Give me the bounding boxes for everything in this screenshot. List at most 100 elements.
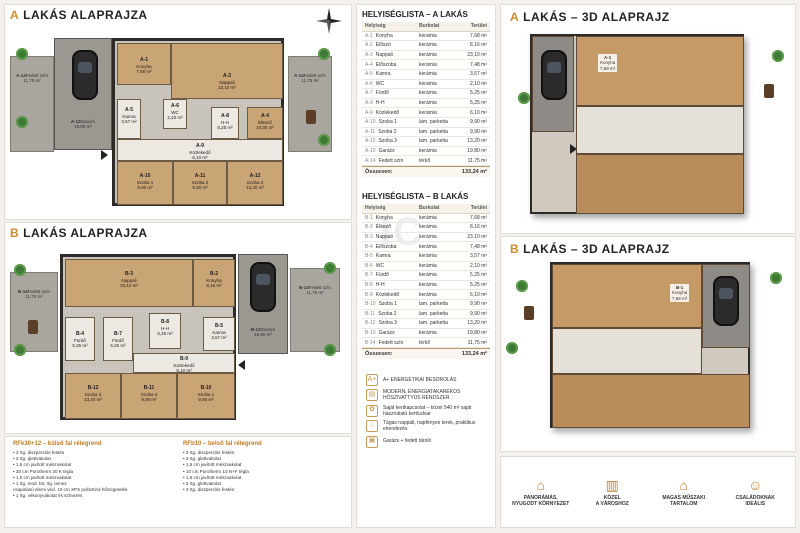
table-b-title: HELYISÉGLISTA – B LAKÁS [362, 192, 469, 201]
finish-cell: kerámia [416, 251, 459, 262]
car-icon [713, 276, 739, 326]
outdoor-table-icon [764, 84, 774, 98]
car-icon [250, 262, 276, 312]
area-cell: 23,10 m² [458, 50, 490, 61]
area-cell: 13,20 m² [458, 136, 490, 147]
finish-cell: kerámia [416, 289, 459, 300]
tree-icon [772, 50, 784, 62]
finish-cell: kerámia [416, 31, 459, 42]
feature-text: Saját kertkapcsolat – közel 540 m² saját… [383, 404, 472, 417]
tree-icon [516, 280, 528, 292]
area-cell: 7,48 m² [458, 59, 490, 70]
tree-icon [16, 116, 28, 128]
finish-cell: kerámia [416, 261, 459, 272]
car-icon [541, 50, 567, 100]
feature-item: ▤MODERN, ENERGIATAKARÉKOS HŐSZIVATTYÚS R… [366, 389, 490, 402]
table-header: Burkolat [416, 22, 459, 32]
feature-list: A+A+ ENERGETIKAI BESOROLÁS▤MODERN, ENERG… [366, 374, 490, 451]
spec-internal-title: RFb10 – belső fal rétegrend [183, 441, 262, 447]
finish-cell: lam. parketta [416, 136, 459, 147]
finish-cell: lam. parketta [416, 309, 459, 320]
panel-specs: RFk30+12 – külső fal rétegrend • 3 rtg. … [4, 436, 352, 528]
spec-line: csapolású elemi véd. 10 cm XPS polisztir… [13, 487, 128, 493]
feature-icon: ▣ [366, 435, 378, 448]
area-cell: 2,10 m² [458, 79, 490, 90]
feature-text: Garázs + fedett tároló [383, 438, 432, 445]
area-cell: 7,48 m² [458, 241, 490, 252]
spec-internal: RFb10 – belső fal rétegrend • 3 rtg. dis… [183, 441, 343, 523]
benefit-icon: ⌂ [679, 476, 688, 493]
spec-line: • 3 rtg. diszperziós festés [183, 487, 235, 493]
finish-cell: kerámia [416, 98, 459, 109]
spec-line: • 3 rtg. glettvakolat [13, 456, 51, 462]
bedroom-zone [552, 374, 750, 428]
tree-icon [318, 48, 330, 60]
spec-line: • 3 rtg. glettvakolat [183, 480, 221, 486]
area-cell: 8,16 m² [458, 40, 490, 51]
wet-zone [576, 106, 744, 154]
finish-cell: kerámia [416, 50, 459, 61]
spec-line: • 1,5 cm javított mészvakolat [183, 462, 242, 468]
table-b-total: Összesen:133,24 m² [362, 347, 490, 359]
outdoor-table-icon [306, 110, 316, 124]
finish-cell: kerámia [416, 88, 459, 99]
car-icon [72, 50, 98, 100]
area-cell: 5,25 m² [458, 280, 490, 291]
feature-item: ▣ Garázs + fedett tároló [366, 435, 490, 448]
finish-cell: kerámia [416, 59, 459, 70]
finish-cell: kerámia [416, 146, 459, 157]
finish-cell: lam. parketta [416, 117, 459, 128]
finish-cell: térkő [416, 155, 459, 166]
feature-item: ⌂Tágas nappali, napfényes terek, praktik… [366, 420, 490, 433]
finish-cell: kerámia [416, 280, 459, 291]
table-header: Helyiség [362, 204, 417, 214]
feature-text: A+ ENERGETIKAI BESOROLÁS [383, 376, 457, 383]
area-cell: 9,90 m² [458, 299, 490, 310]
outdoor-table-icon [28, 320, 38, 334]
